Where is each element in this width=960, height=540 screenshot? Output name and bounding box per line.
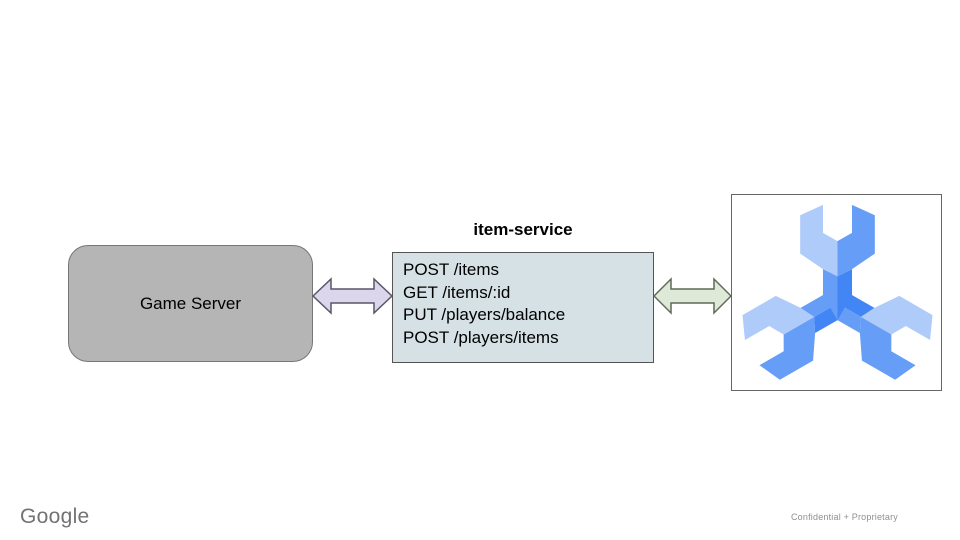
endpoint-line: GET /items/:id — [403, 282, 511, 302]
game-server-node: Game Server — [68, 245, 313, 362]
arm-head-half — [859, 316, 916, 380]
item-service-node: POST /items GET /items/:id PUT /players/… — [392, 252, 654, 363]
arm-head-half — [860, 295, 933, 341]
arm-head-half — [742, 295, 815, 341]
endpoint-line: POST /players/items — [403, 327, 559, 347]
arm-head-half — [837, 204, 875, 277]
google-wordmark: Google — [20, 505, 90, 528]
arm-head-half — [759, 316, 816, 380]
cloud-spanner-icon — [742, 204, 933, 380]
endpoint-line: PUT /players/balance — [403, 305, 566, 324]
double-arrow-left-shape — [312, 277, 393, 315]
arm-head-half — [800, 204, 838, 277]
game-server-label: Game Server — [139, 293, 242, 313]
endpoint-line: POST /items — [403, 260, 500, 279]
spanner-logo-frame — [731, 194, 942, 391]
item-service-title: item-service — [473, 220, 573, 239]
double-arrow-left — [312, 277, 393, 315]
confidentiality-notice: Confidential + Proprietary — [790, 512, 898, 522]
arm-shaft-half — [837, 269, 853, 320]
arm-shaft-half — [822, 269, 838, 320]
double-arrow-right — [653, 277, 732, 315]
double-arrow-right-shape — [653, 277, 732, 315]
spanner-arm-top — [800, 204, 875, 320]
